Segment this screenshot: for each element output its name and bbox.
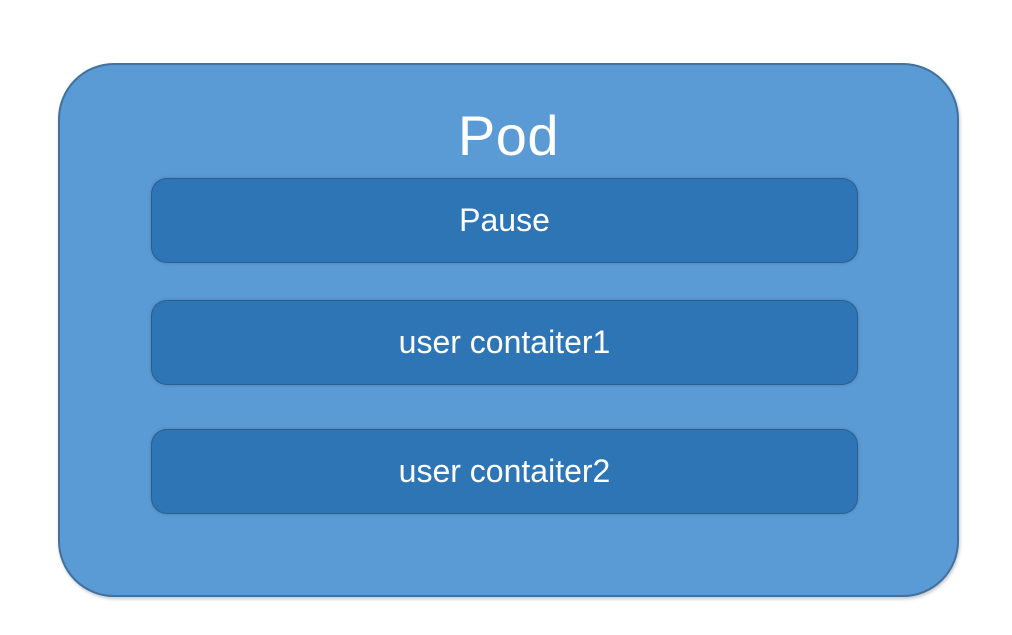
container-label: user contaiter1 [398,324,611,360]
container-box-user2: user contaiter2 [151,429,858,514]
container-label: user contaiter2 [398,453,611,489]
pod-title: Pod [457,103,560,167]
container-box-pause: Pause [151,178,858,263]
pod-shape: Pod Pause user contaiter1 user contaiter… [58,63,959,597]
container-label: Pause [459,202,550,238]
container-box-user1: user contaiter1 [151,300,858,385]
